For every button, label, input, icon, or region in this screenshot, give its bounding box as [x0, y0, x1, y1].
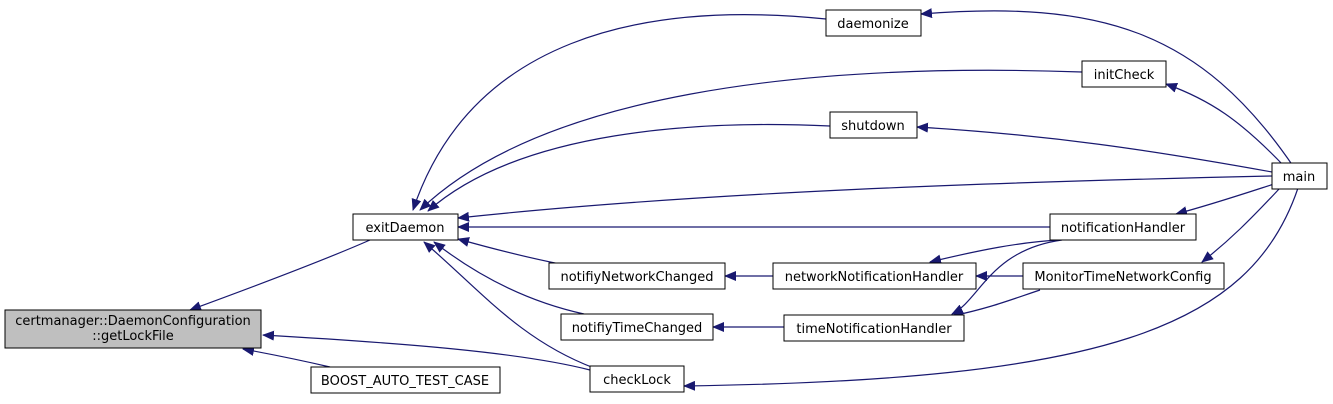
- nodes: certmanager::DaemonConfiguration ::getLo…: [4, 9, 1328, 394]
- edge-checklock-to-exitdaemon: [423, 241, 595, 369]
- edge-main-to-notificationhandler: [1175, 183, 1275, 217]
- edge-boost-to-root: [242, 346, 331, 368]
- edge-main-to-shutdown: [916, 122, 1273, 173]
- node-shutdown-label: shutdown: [841, 119, 904, 134]
- node-checklock[interactable]: checkLock: [589, 365, 685, 393]
- node-root[interactable]: certmanager::DaemonConfiguration ::getLo…: [4, 309, 262, 349]
- node-checklock-label: checkLock: [603, 373, 671, 388]
- edges: [189, 8, 1299, 391]
- node-root-line2: ::getLockFile: [92, 329, 174, 344]
- node-notificationhandler-label: notificationHandler: [1061, 221, 1186, 236]
- node-notifiytimechanged[interactable]: notifiyTimeChanged: [560, 313, 714, 341]
- node-timenotificationhandler-label: timeNotificationHandler: [796, 322, 952, 337]
- node-notifiynetworkchanged-label: notifiyNetworkChanged: [560, 270, 713, 285]
- node-boost-auto-test-case[interactable]: BOOST_AUTO_TEST_CASE: [310, 366, 501, 394]
- edge-monitortimenetworkconfig-to-timenotificationhandler: [951, 289, 1041, 319]
- node-daemonize[interactable]: daemonize: [825, 9, 922, 37]
- node-initcheck-label: initCheck: [1094, 68, 1155, 83]
- node-exitdaemon[interactable]: exitDaemon: [352, 213, 459, 241]
- node-boost-label: BOOST_AUTO_TEST_CASE: [321, 374, 489, 389]
- node-notifiynetworkchanged[interactable]: notifiyNetworkChanged: [548, 262, 726, 290]
- node-initcheck[interactable]: initCheck: [1081, 60, 1167, 88]
- node-networknotificationhandler-label: networkNotificationHandler: [785, 270, 964, 285]
- edge-initcheck-to-exitdaemon: [419, 69, 1083, 211]
- node-notificationhandler[interactable]: notificationHandler: [1049, 213, 1197, 241]
- node-notifiytimechanged-label: notifiyTimeChanged: [572, 321, 703, 336]
- node-root-line1: certmanager::DaemonConfiguration: [15, 314, 251, 329]
- edge-main-to-exitdaemon: [457, 175, 1273, 222]
- edge-notifiytimechanged-to-exitdaemon: [433, 241, 585, 315]
- node-networknotificationhandler[interactable]: networkNotificationHandler: [772, 262, 977, 290]
- node-main-label: main: [1283, 170, 1315, 185]
- edge-main-to-initcheck: [1165, 83, 1285, 167]
- node-monitortimenetworkconfig-label: MonitorTimeNetworkConfig: [1034, 270, 1211, 285]
- edge-shutdown-to-exitdaemon: [427, 123, 831, 212]
- node-daemonize-label: daemonize: [837, 17, 909, 32]
- node-shutdown[interactable]: shutdown: [829, 111, 918, 139]
- node-main[interactable]: main: [1271, 162, 1328, 190]
- edge-exitdaemon-to-root: [189, 239, 371, 311]
- edge-checklock-to-root: [262, 330, 591, 371]
- edge-main-to-checklock: [683, 187, 1299, 391]
- node-monitortimenetworkconfig[interactable]: MonitorTimeNetworkConfig: [1022, 262, 1225, 290]
- edge-main-to-daemonize: [920, 8, 1294, 167]
- edge-daemonize-to-exitdaemon: [411, 14, 827, 211]
- node-timenotificationhandler[interactable]: timeNotificationHandler: [783, 314, 965, 342]
- edge-main-to-monitortimenetworkconfig: [1201, 187, 1281, 263]
- edge-notificationhandler-to-networknotificationhandler: [929, 239, 1061, 265]
- edge-notifiynetworkchanged-to-exitdaemon: [457, 237, 561, 265]
- node-exitdaemon-label: exitDaemon: [365, 221, 444, 236]
